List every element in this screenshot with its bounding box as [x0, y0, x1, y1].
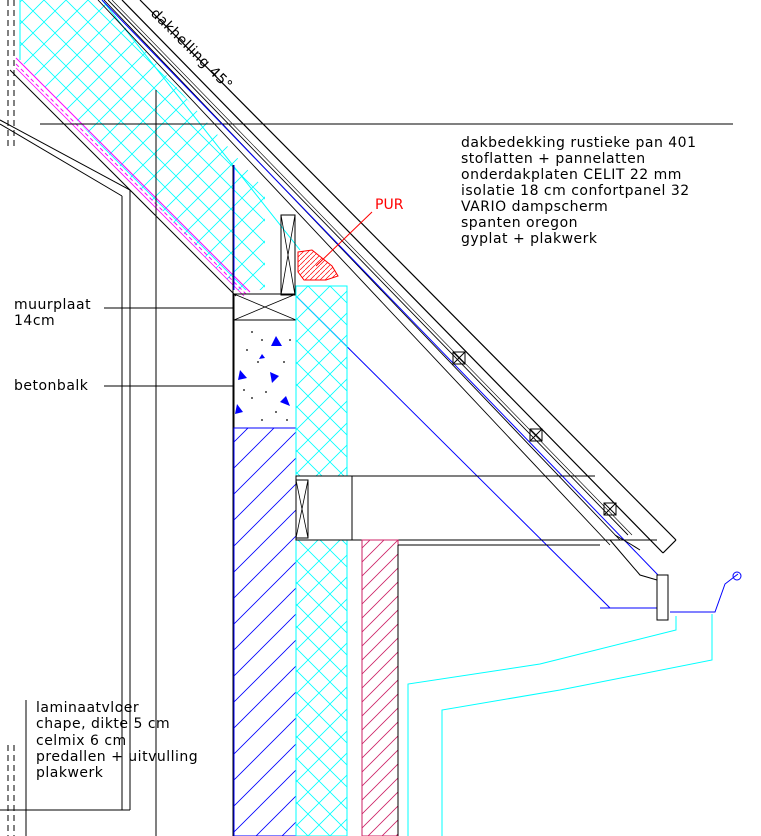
vapour-barrier-line — [15, 57, 251, 297]
upper-insulation-band — [19, 0, 301, 290]
roof-covering — [97, 0, 677, 554]
roof-layer-text: dakbedekking rustieke pan 401 — [461, 135, 697, 151]
roof-layer-text: stoflatten + pannelatten — [461, 151, 646, 167]
pur-label: PUR — [375, 197, 404, 213]
roof-layer-text: VARIO dampscherm — [461, 199, 608, 215]
roof-layer-text: gyplat + plakwerk — [461, 231, 598, 247]
ceiling-lines — [0, 69, 237, 297]
floor-layer-text: plakwerk — [36, 765, 104, 781]
floor-layer-text: predallen + uitvulling — [36, 749, 198, 765]
inner-wall-lines — [0, 90, 234, 836]
muurplaat-label: muurplaat — [14, 297, 91, 313]
eaves-detail — [609, 534, 742, 621]
floor-layer-text: chape, dikte 5 cm — [36, 716, 170, 732]
roof-layer-text: isolatie 18 cm confortpanel 32 — [461, 183, 690, 199]
insulated-wall — [295, 285, 348, 836]
masonry-wall — [233, 165, 297, 836]
roof-layer-text: onderdakplaten CELIT 22 mm — [461, 167, 682, 183]
roof-layers-legend: dakbedekking rustieke pan 401 stoflatten… — [461, 135, 697, 247]
cyan-profile — [407, 614, 713, 836]
floor-layers-legend: laminaatvloer chape, dikte 5 cm celmix 6… — [36, 700, 198, 781]
muurplaat-size-label: 14cm — [14, 313, 55, 329]
betonbalk-label: betonbalk — [14, 378, 89, 394]
pink-column — [361, 539, 600, 836]
left-reference-lines — [7, 0, 15, 836]
floor-layer-text: laminaatvloer — [36, 700, 139, 716]
floor-layer-text: celmix 6 cm — [36, 733, 127, 749]
ceiling-joist — [295, 475, 657, 541]
roof-layer-text: spanten oregon — [461, 215, 578, 231]
pur-foam — [297, 211, 373, 281]
upper-wall-plate — [280, 214, 296, 296]
betonbalk-block — [233, 319, 297, 429]
batten-markers — [452, 351, 617, 516]
leader-lines — [25, 307, 234, 836]
muurplaat-block — [233, 293, 297, 321]
